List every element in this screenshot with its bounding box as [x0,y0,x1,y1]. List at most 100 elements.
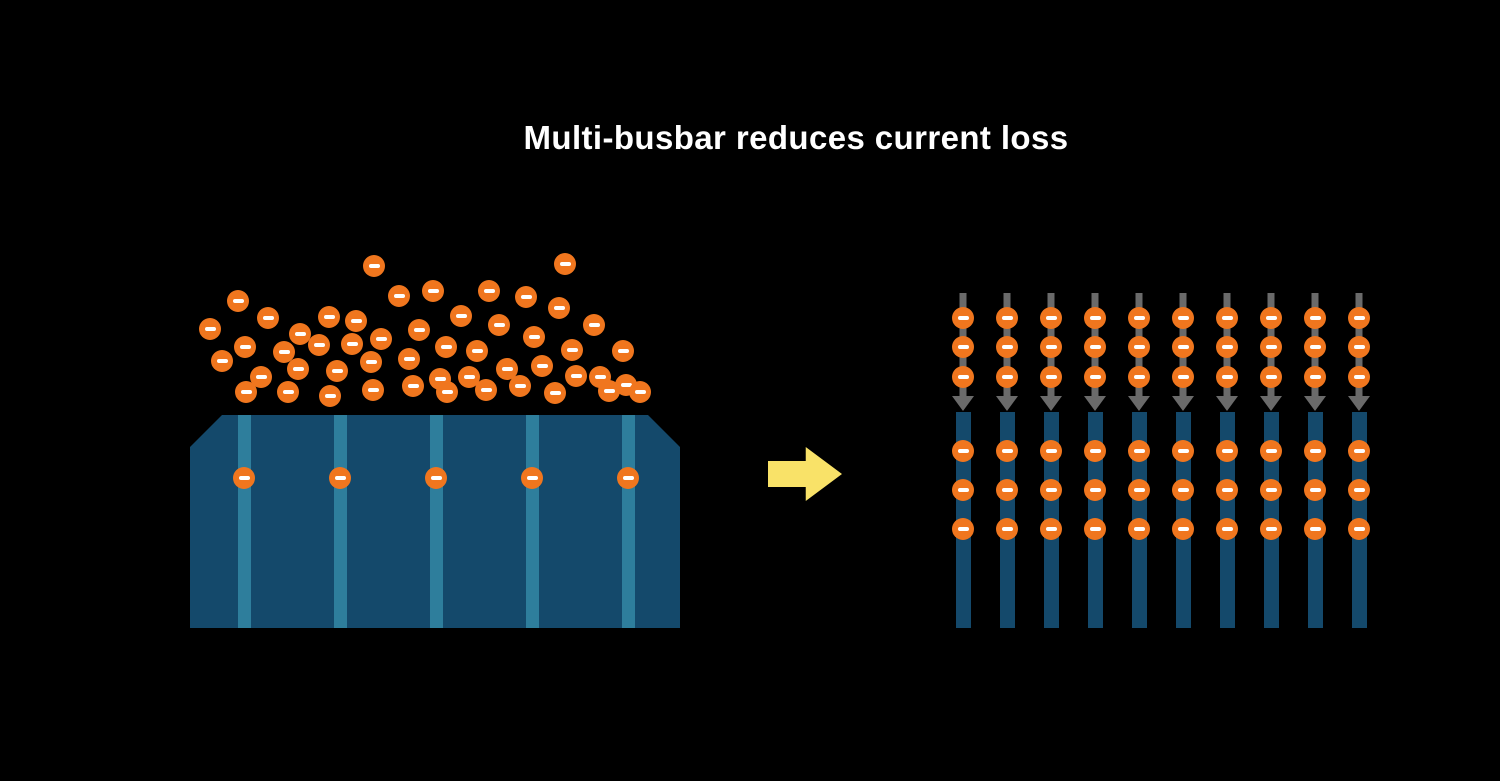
minus-glyph [634,390,646,394]
minus-glyph [570,374,582,378]
minus-glyph [1221,527,1233,531]
electron-icon [952,440,974,462]
minus-glyph [1177,345,1189,349]
minus-glyph [1177,449,1189,453]
electron-icon [466,340,488,362]
minus-glyph [240,390,252,394]
minus-glyph [239,345,251,349]
electron-icon [1128,336,1150,358]
electron-icon [329,467,351,489]
minus-glyph [455,314,467,318]
electron-icon [1304,440,1326,462]
electron-icon [554,253,576,275]
minus-glyph [1221,316,1233,320]
electron-icon [1348,440,1370,462]
electron-icon [1348,307,1370,329]
electron-icon [234,336,256,358]
electron-icon [273,341,295,363]
electron-icon [1260,518,1282,540]
minus-glyph [204,327,216,331]
electron-icon [1084,307,1106,329]
minus-glyph [292,367,304,371]
electron-icon [1040,366,1062,388]
electron-icon [1084,336,1106,358]
electron-icon [523,326,545,348]
electron-icon [287,358,309,380]
electron-icon [1172,336,1194,358]
electron-icon [521,467,543,489]
minus-glyph [566,348,578,352]
minus-glyph [216,359,228,363]
electron-icon [360,351,382,373]
electron-icon [435,336,457,358]
electron-icon [1216,307,1238,329]
solar-cell [190,415,680,628]
minus-glyph [393,294,405,298]
electron-icon [211,350,233,372]
electron-icon [1084,440,1106,462]
minus-glyph [957,527,969,531]
minus-glyph [1089,375,1101,379]
electron-icon [1040,440,1062,462]
electron-icon [629,381,651,403]
minus-glyph [375,337,387,341]
minus-glyph [1133,375,1145,379]
electron-icon [1128,479,1150,501]
minus-glyph [413,328,425,332]
minus-glyph [549,391,561,395]
electron-icon [1304,336,1326,358]
minus-glyph [434,377,446,381]
minus-glyph [1089,488,1101,492]
minus-glyph [528,335,540,339]
minus-glyph [440,345,452,349]
electron-icon [1260,336,1282,358]
minus-glyph [1133,316,1145,320]
minus-glyph [480,388,492,392]
minus-glyph [1309,345,1321,349]
electron-icon [544,382,566,404]
minus-glyph [1133,449,1145,453]
electron-icon [458,366,480,388]
electron-icon [996,518,1018,540]
minus-glyph [1309,449,1321,453]
minus-glyph [620,383,632,387]
minus-glyph [1353,316,1365,320]
minus-glyph [427,289,439,293]
electron-icon [1128,366,1150,388]
electron-icon [1304,518,1326,540]
electron-icon [548,297,570,319]
minus-glyph [313,343,325,347]
electron-icon [341,333,363,355]
electron-icon [1348,479,1370,501]
minus-glyph [1221,449,1233,453]
minus-glyph [1221,488,1233,492]
minus-glyph [1001,375,1013,379]
electron-icon [1304,307,1326,329]
electron-icon [996,336,1018,358]
minus-glyph [368,264,380,268]
minus-glyph [441,390,453,394]
minus-glyph [346,342,358,346]
electron-icon [1040,479,1062,501]
minus-glyph [324,394,336,398]
minus-glyph [553,306,565,310]
minus-glyph [1133,488,1145,492]
electron-icon [233,467,255,489]
minus-glyph [1265,316,1277,320]
electron-icon [1260,479,1282,501]
minus-glyph [1353,488,1365,492]
minus-glyph [1001,488,1013,492]
minus-glyph [430,476,442,480]
electron-icon [363,255,385,277]
minus-glyph [1309,488,1321,492]
electron-icon [952,366,974,388]
minus-glyph [603,389,615,393]
minus-glyph [957,375,969,379]
minus-glyph [1265,449,1277,453]
electron-icon [1216,336,1238,358]
electron-icon [1128,440,1150,462]
minus-glyph [365,360,377,364]
minus-glyph [520,295,532,299]
minus-glyph [1353,527,1365,531]
electron-icon [1128,307,1150,329]
